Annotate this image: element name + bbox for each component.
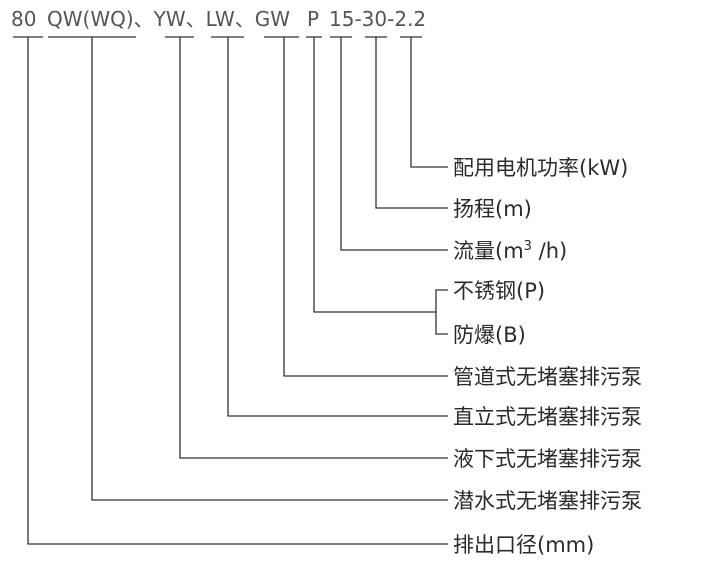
labels: 配用电机功率(kW) 扬程(m) 流量(m3 /h) 不锈钢(P) 防爆(B) … (453, 156, 642, 557)
code-spec: 15-30-2.2 (329, 7, 426, 31)
code-types: QW(WQ)、YW、LW、GW (47, 7, 290, 31)
label-explosion-proof: 防爆(B) (453, 323, 526, 347)
leader-power (410, 37, 448, 168)
label-flow-prefix: 流量(m (453, 239, 524, 263)
material-bracket (435, 289, 448, 335)
label-flow: 流量(m3 /h) (453, 239, 567, 263)
code-size: 80 (11, 7, 36, 31)
label-stainless: 不锈钢(P) (453, 279, 545, 303)
leader-outlet (27, 37, 448, 545)
leader-head (375, 37, 448, 209)
leader-liquid-below (179, 37, 448, 459)
leader-material (313, 37, 436, 313)
label-submersible: 潜水式无堵塞排污泵 (453, 489, 642, 513)
label-power: 配用电机功率(kW) (453, 156, 628, 180)
label-flow-suffix: /h) (532, 239, 567, 263)
label-vertical: 直立式无堵塞排污泵 (453, 405, 642, 429)
leader-pipeline (283, 37, 448, 377)
label-outlet-diameter: 排出口径(mm) (453, 533, 594, 557)
leader-vertical (227, 37, 448, 417)
leader-submersible (91, 37, 448, 501)
leader-lines (27, 37, 448, 545)
label-head: 扬程(m) (453, 197, 532, 221)
model-code: 80 QW(WQ)、YW、LW、GW P 15-30-2.2 (11, 7, 426, 31)
label-liquid-below: 液下式无堵塞排污泵 (453, 447, 642, 471)
code-material: P (307, 7, 319, 31)
label-flow-sup: 3 (524, 239, 532, 254)
label-pipeline: 管道式无堵塞排污泵 (453, 365, 642, 389)
leader-flow (340, 37, 448, 251)
